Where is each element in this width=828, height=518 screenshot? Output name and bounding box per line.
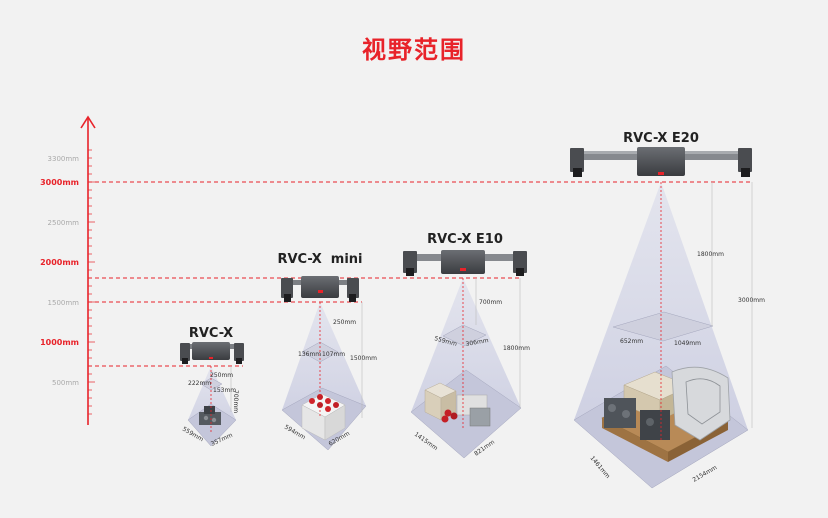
- near-plane: [442, 324, 487, 347]
- dim-near-depth: 153mm: [213, 387, 236, 394]
- axis-arrow-icon: [80, 115, 96, 129]
- dim-near-width: 652mm: [620, 338, 643, 345]
- product-name: RVC-X E10: [427, 232, 503, 247]
- reference-lines: [88, 181, 752, 367]
- dim-near-depth: 306mm: [465, 337, 489, 348]
- height-axis: 3300mm 3000mm 2500mm 2000mm 1500mm 1000mm 500m…: [40, 115, 96, 425]
- product-rvc-x-e10: RVC-X E10: [403, 232, 530, 459]
- product-name: RVC-X: [189, 326, 233, 341]
- scene-objects: [199, 406, 221, 425]
- scene-objects: [424, 382, 491, 427]
- near-plane: [612, 311, 714, 342]
- scene-objects: [601, 366, 731, 462]
- camera-rvc-x-mini: [281, 276, 359, 302]
- dim-near-depth: 1049mm: [674, 340, 701, 347]
- dim-far-width: 1461mm: [588, 455, 611, 480]
- dim-near-width: 136mm: [298, 351, 321, 358]
- dim-range: 700mm: [232, 390, 239, 413]
- camera-rvc-x: [180, 342, 244, 364]
- product-name: RVC-X E20: [623, 131, 699, 146]
- dim-top-offset: 250mm: [333, 319, 356, 326]
- dim-near-width: 222mm: [188, 380, 211, 387]
- dim-top-offset: 700mm: [479, 299, 502, 306]
- camera-rvc-x-e20: [570, 147, 752, 177]
- dim-near-depth: 107mm: [322, 351, 345, 358]
- dim-range: 1500mm: [350, 355, 377, 362]
- product-rvc-x-mini: RVC-X mini: [277, 252, 377, 451]
- axis-tick-label: 3300mm: [48, 155, 80, 163]
- axis-tick-label: 1000mm: [40, 338, 79, 347]
- dim-top-offset: 250mm: [210, 372, 233, 379]
- axis-tick-label: 500mm: [52, 379, 79, 387]
- scene-objects: [301, 393, 346, 441]
- axis-tick-label: 2000mm: [40, 258, 79, 267]
- dim-far-depth: 2154mm: [692, 464, 719, 484]
- axis-tick-label: 3000mm: [40, 178, 79, 187]
- dim-far-width: 1415mm: [413, 431, 439, 452]
- axis-tick-label: 2500mm: [48, 219, 80, 227]
- dim-top-offset: 1800mm: [697, 251, 724, 258]
- dim-range: 3000mm: [738, 297, 765, 304]
- product-name: RVC-X mini: [277, 252, 362, 267]
- product-rvc-x-e20: RVC-X E20: [570, 131, 765, 489]
- axis-tick-label: 1500mm: [48, 299, 80, 307]
- dim-range: 1800mm: [503, 345, 530, 352]
- page-title: 视野范围: [362, 36, 466, 64]
- product-rvc-x: RVC-X 250mm 222: [180, 326, 244, 448]
- camera-rvc-x-e10: [403, 250, 527, 276]
